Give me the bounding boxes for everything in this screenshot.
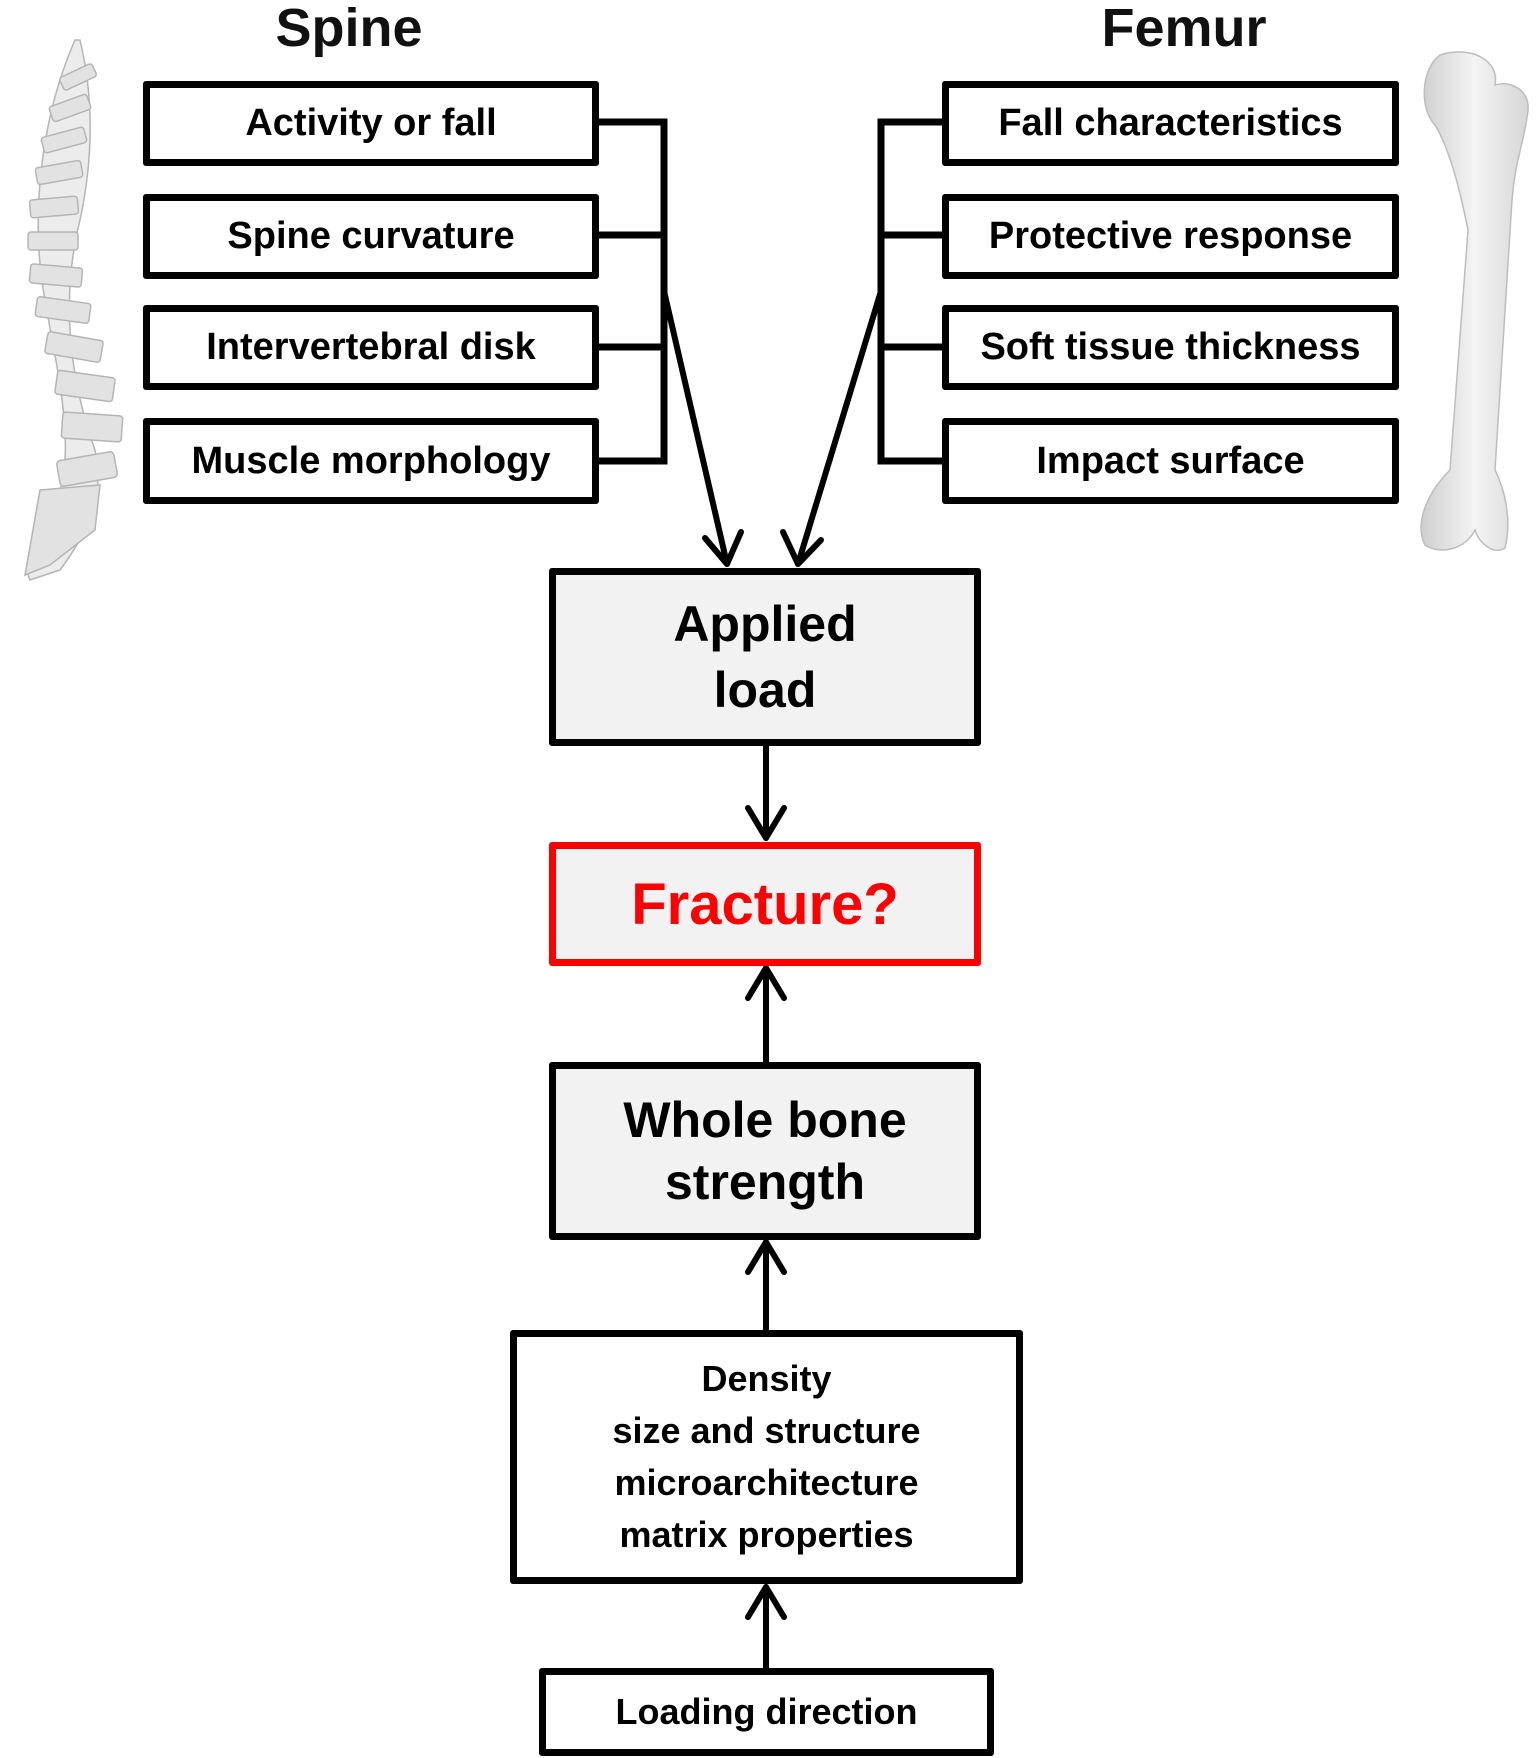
determinant-item: Density [701, 1358, 832, 1399]
applied-load-line: load [713, 662, 817, 718]
femur-bracket [877, 118, 948, 465]
arrowhead-icon [745, 1239, 787, 1275]
femur-factor-protective-response: Protective response [942, 194, 1399, 279]
determinant-item: size and structure [612, 1410, 921, 1451]
loading-direction-label: Loading direction [615, 1691, 918, 1732]
strength-line: Whole bone [623, 1092, 907, 1148]
determinant-item: matrix properties [619, 1514, 914, 1555]
arrowhead-icon [745, 965, 787, 1001]
spine-factor-activity-or-fall: Activity or fall [143, 81, 599, 166]
femur-factor-impact-surface: Impact surface [942, 418, 1399, 504]
arrowhead-icon [702, 529, 744, 567]
determinant-item: microarchitecture [614, 1462, 919, 1503]
arrowhead-icon [745, 805, 787, 841]
femur-factor-soft-tissue-thickness: Soft tissue thickness [942, 305, 1399, 390]
femur-to-load-arrow [795, 288, 884, 567]
loading-direction-box: Loading direction [539, 1668, 994, 1756]
spine-factor-spine-curvature: Spine curvature [143, 194, 599, 279]
arrowhead-icon [745, 1584, 787, 1620]
spine-factor-muscle-morphology: Muscle morphology [143, 418, 599, 504]
spine-factor-intervertebral-disk: Intervertebral disk [143, 305, 599, 390]
whole-bone-strength-box: Whole bone strength [549, 1062, 981, 1240]
applied-load-line: Applied [673, 596, 857, 652]
spine-title: Spine [275, 0, 423, 58]
femur-factor-fall-characteristics: Fall characteristics [942, 81, 1399, 166]
fracture-box: Fracture? [549, 842, 981, 966]
spine-illustration-icon [24, 39, 124, 581]
spine-to-load-arrow [661, 288, 730, 567]
femur-illustration-icon [1420, 51, 1529, 551]
femur-title: Femur [1101, 0, 1267, 58]
applied-load-box: Applied load [549, 568, 981, 746]
fracture-label: Fracture? [631, 871, 899, 937]
strength-line: strength [665, 1154, 865, 1210]
spine-bracket [593, 118, 668, 465]
arrowhead-icon [780, 529, 824, 567]
bone-determinants-box: Density size and structure microarchitec… [510, 1330, 1023, 1584]
